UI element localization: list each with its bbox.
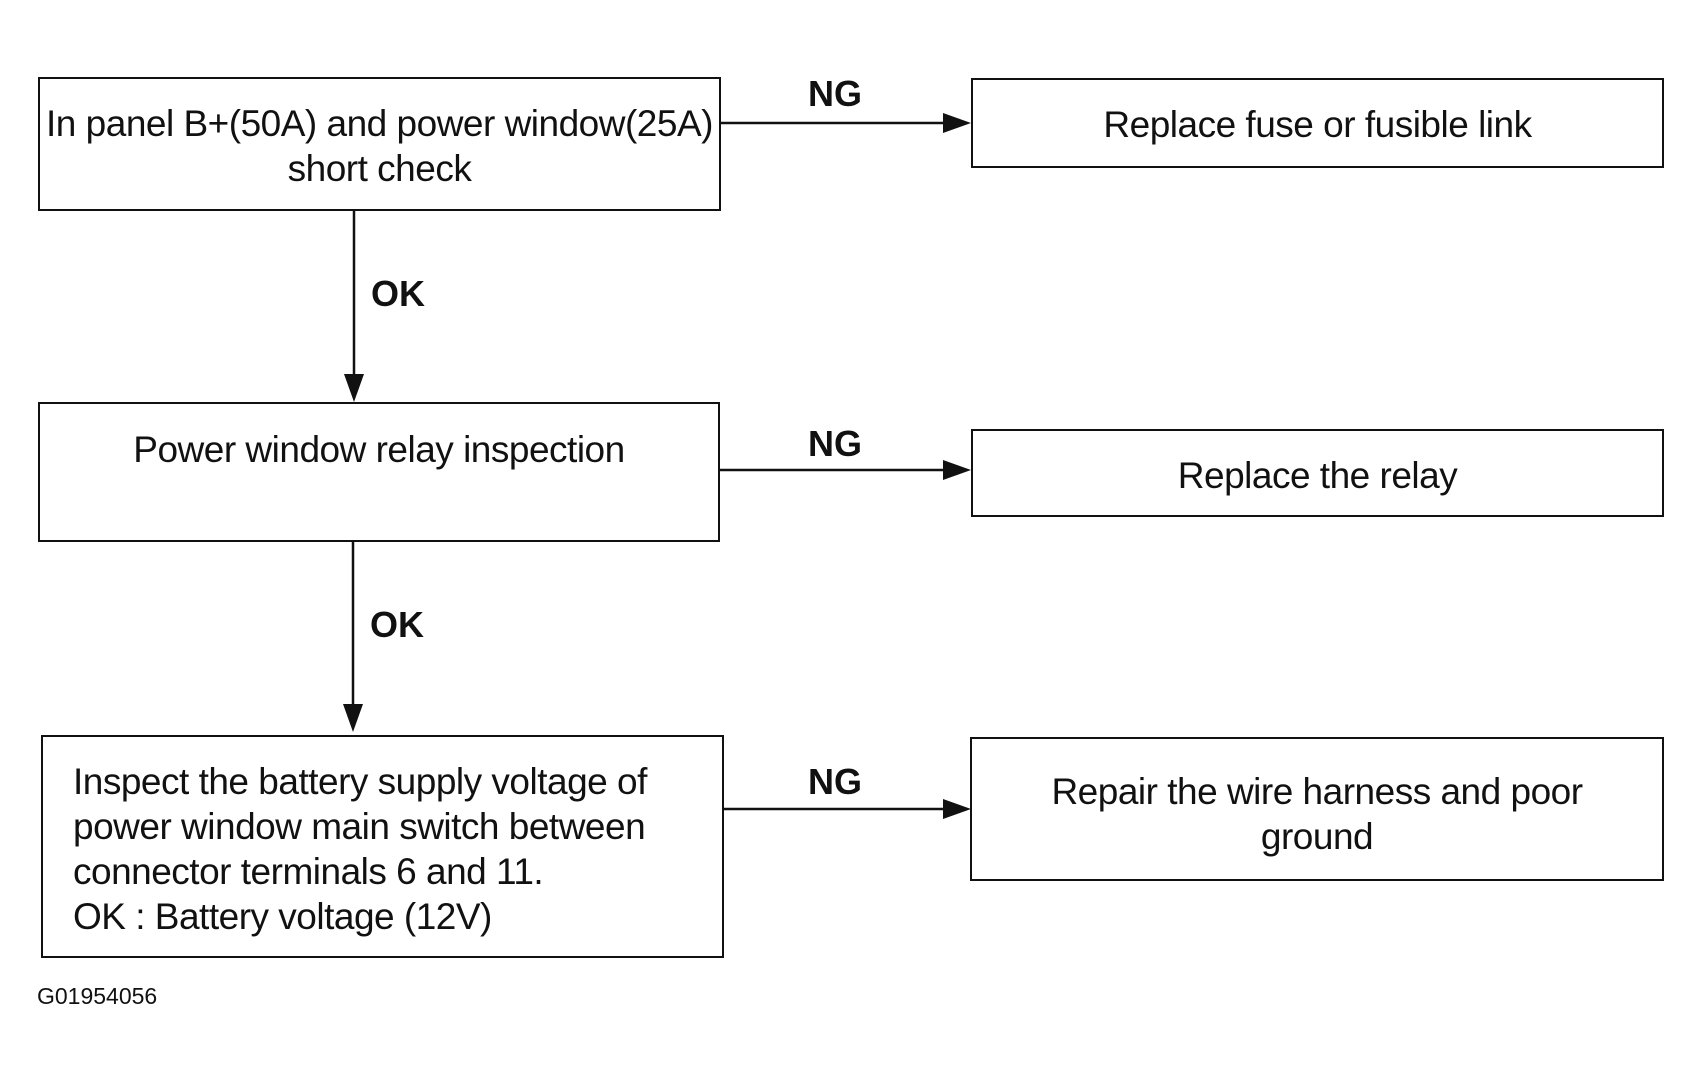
ok-label-2: OK: [370, 604, 424, 645]
step-1-text: In panel B+(50A) and power window(25A) s…: [46, 103, 713, 189]
ng-action-1-box: Replace fuse or fusible link: [971, 78, 1664, 168]
ok-label-1: OK: [371, 273, 425, 314]
ng-arrow-3-head: [943, 799, 971, 819]
step-2-text: Power window relay inspection: [133, 429, 625, 470]
ng-action-2-box: Replace the relay: [971, 429, 1664, 517]
step-2-box: Power window relay inspection: [38, 402, 720, 542]
ok-arrow-1-head: [344, 374, 364, 402]
ng-label-3: NG: [808, 761, 862, 802]
ng-action-3-box: Repair the wire harness and poor ground: [970, 737, 1664, 881]
figure-id: G01954056: [37, 983, 158, 1009]
step-3-text: Inspect the battery supply voltage of po…: [73, 761, 647, 937]
step-1-box: In panel B+(50A) and power window(25A) s…: [38, 77, 721, 211]
ng-label-1: NG: [808, 73, 862, 114]
ng-arrow-2-head: [943, 460, 971, 480]
step-3-box: Inspect the battery supply voltage of po…: [41, 735, 724, 958]
ng-label-2: NG: [808, 423, 862, 464]
ng-arrow-1-head: [943, 113, 971, 133]
ng-action-3-text: Repair the wire harness and poor ground: [1051, 771, 1583, 857]
ok-arrow-2-head: [343, 704, 363, 732]
ng-action-1-text: Replace fuse or fusible link: [1103, 104, 1532, 145]
ng-action-2-text: Replace the relay: [1177, 455, 1458, 496]
